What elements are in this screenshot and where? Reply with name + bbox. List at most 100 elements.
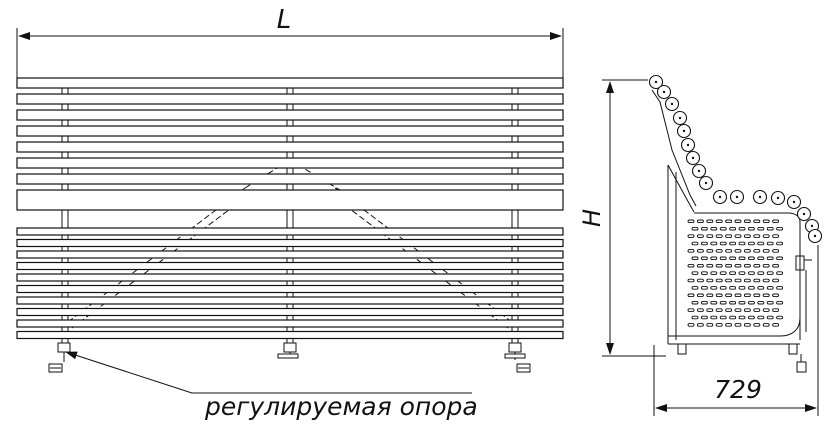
vent-slot (753, 278, 761, 283)
vent-slot (719, 256, 727, 261)
vent-slot (734, 308, 742, 312)
vent-slot (738, 226, 746, 231)
roller-axle (813, 234, 817, 238)
vent-slot (696, 278, 704, 283)
vent-slot (753, 263, 761, 268)
vent-slot (757, 241, 765, 246)
vent-slot (725, 234, 733, 238)
frame-posts (61, 84, 519, 345)
vent-slot (757, 300, 765, 305)
vent-slot (743, 219, 751, 224)
vent-slot (776, 226, 784, 231)
vent-slot (766, 226, 774, 231)
vent-slot (753, 308, 761, 312)
vent-slot (700, 300, 708, 305)
vent-slot (743, 278, 751, 283)
vent-slot (734, 323, 742, 327)
vent-slot (687, 293, 695, 298)
vent-slot (743, 323, 751, 327)
vent-slot (729, 300, 737, 305)
vent-slot (719, 271, 727, 275)
vent-slot (762, 263, 770, 268)
vent-slot (687, 323, 695, 327)
vent-slot (776, 286, 784, 290)
adjustable-feet (48, 342, 531, 373)
vent-slot (762, 323, 770, 327)
slat-lower (16, 273, 564, 282)
vent-slot (738, 286, 746, 290)
vent-slot (725, 263, 733, 268)
vent-slot (691, 315, 699, 320)
vent-slot (719, 241, 727, 246)
vent-slot (734, 293, 742, 298)
slat-upper (16, 109, 564, 121)
height-label: H (578, 209, 606, 227)
vent-slot (725, 293, 733, 298)
vent-slot (700, 271, 708, 275)
vent-slot (696, 323, 704, 327)
dimension-height (602, 79, 666, 357)
slat-upper (16, 189, 564, 211)
vent-slot (772, 293, 780, 298)
roller-axle (678, 116, 682, 120)
roller-axle (682, 129, 686, 133)
dimension-length (16, 28, 564, 78)
vent-slot (766, 271, 774, 275)
vent-slot (725, 323, 733, 327)
vent-slot (776, 300, 784, 305)
slat-upper (16, 173, 564, 185)
vent-slot (696, 263, 704, 268)
vent-slot (715, 249, 723, 253)
vent-slot (743, 234, 751, 238)
vent-slot (762, 308, 770, 312)
vent-slot (687, 308, 695, 312)
vent-slot (766, 256, 774, 261)
vent-slot (753, 293, 761, 298)
vent-slot (734, 234, 742, 238)
vent-slot (753, 249, 761, 253)
vent-slot (762, 234, 770, 238)
vent-slot (747, 300, 755, 305)
support-leader (65, 351, 472, 394)
slat-upper (16, 93, 564, 105)
vent-slot (747, 315, 755, 320)
vent-slot (715, 308, 723, 312)
vent-slot (753, 219, 761, 224)
vent-slot (729, 226, 737, 231)
vent-slot (757, 271, 765, 275)
roller-axle (718, 195, 722, 199)
vent-slot (738, 241, 746, 246)
vent-slot (710, 315, 718, 320)
bench-body (651, 89, 812, 373)
vent-slot (743, 249, 751, 253)
vent-slot (696, 234, 704, 238)
vent-slot (738, 271, 746, 275)
vent-slot (696, 293, 704, 298)
slat-lower (16, 261, 564, 271)
vent-slot (687, 219, 695, 224)
vent-slot (747, 226, 755, 231)
vent-slot (734, 249, 742, 253)
roller-axle (810, 224, 814, 228)
vent-slot (710, 286, 718, 290)
vent-slot (757, 286, 765, 290)
vent-slot (757, 226, 765, 231)
vent-slot (715, 263, 723, 268)
vent-slot (772, 278, 780, 283)
slat-upper (16, 77, 564, 89)
vent-slot (738, 300, 746, 305)
vent-slot (776, 315, 784, 320)
vent-slot (762, 219, 770, 224)
vent-slot (715, 323, 723, 327)
vent-slot (700, 286, 708, 290)
foot-right (504, 342, 531, 373)
dimension-depth (653, 245, 819, 416)
vent-slots (687, 219, 784, 327)
roller-axle (670, 102, 674, 106)
vent-slot (696, 249, 704, 253)
vent-slot (725, 278, 733, 283)
vent-slot (766, 286, 774, 290)
vent-slot (725, 249, 733, 253)
slat-upper (16, 157, 564, 169)
support-note: регулируемая опора (204, 392, 478, 421)
